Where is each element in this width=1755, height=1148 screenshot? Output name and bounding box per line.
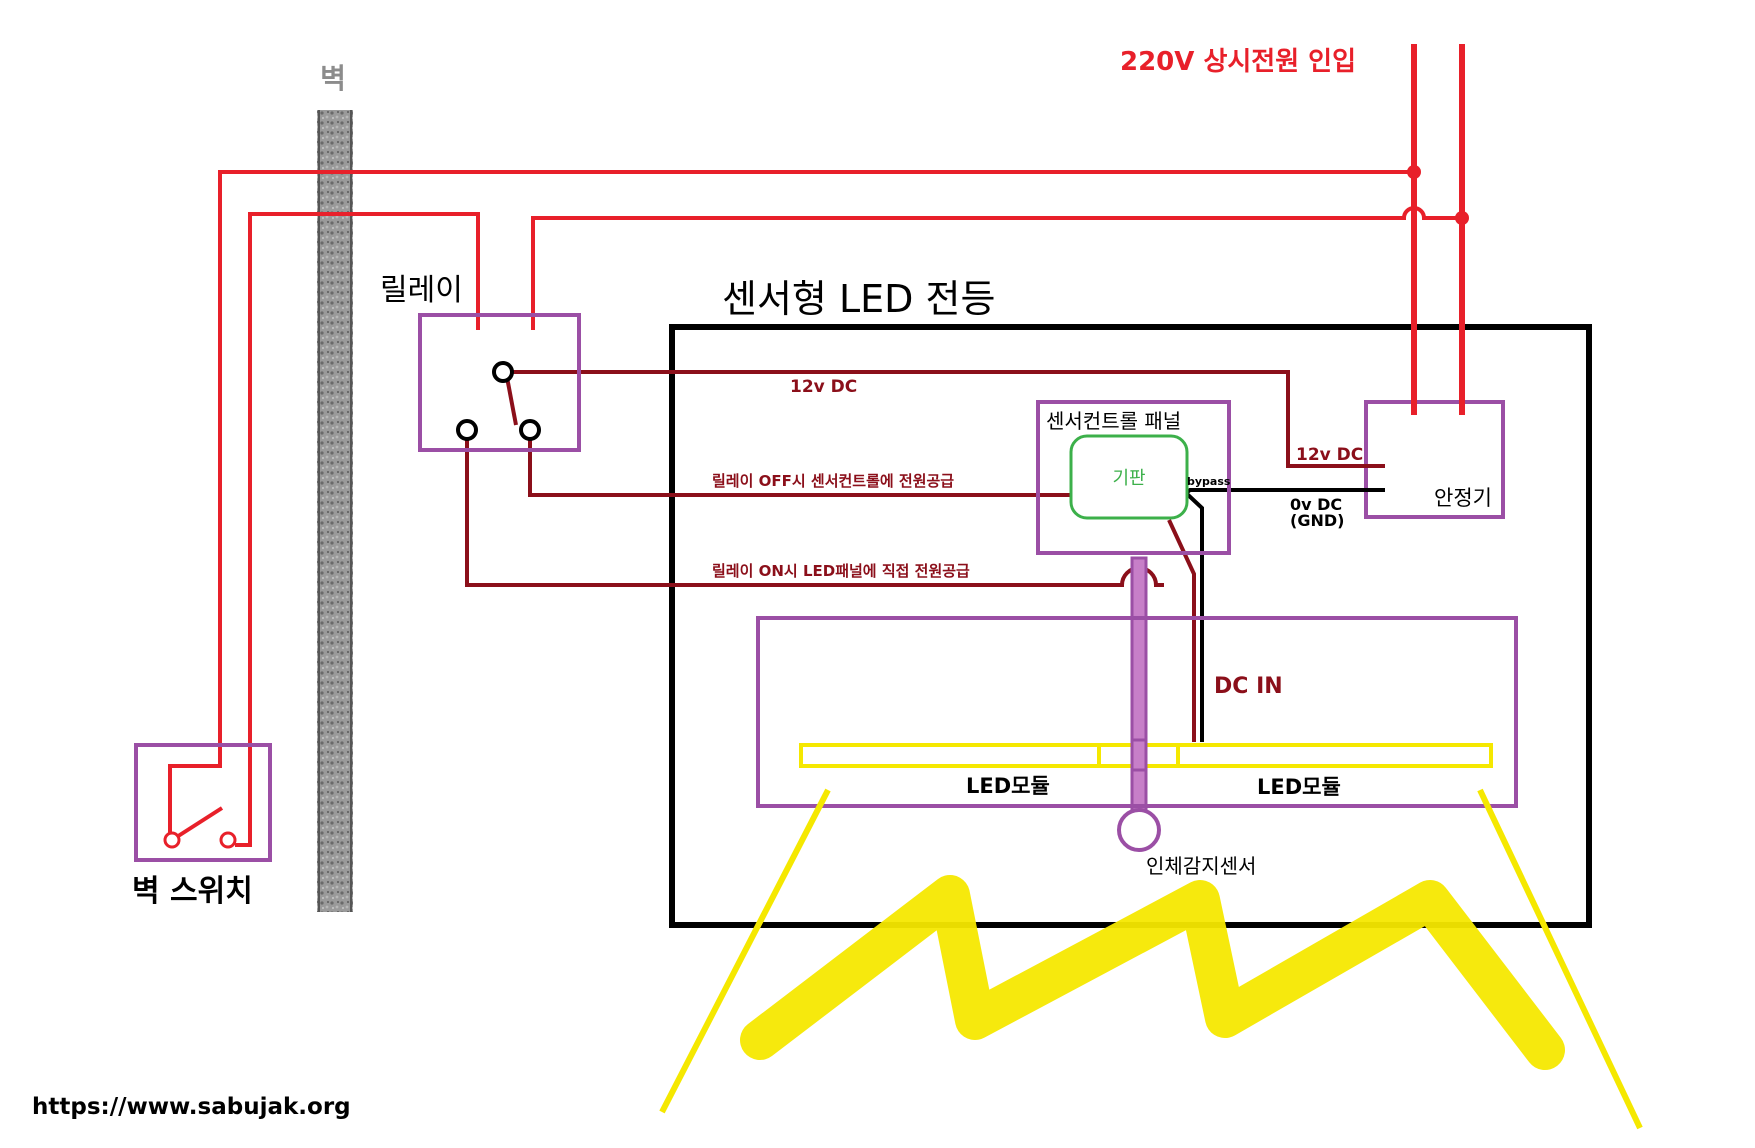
led-housing [756,616,1518,808]
relay-box [418,313,581,452]
ballast-box [1364,400,1505,519]
ac-wiring [168,170,1462,847]
relay-on-label: 릴레이 ON시 LED패널에 직접 전원공급 [712,562,970,580]
led-module-right [1176,743,1493,768]
light-zigzag [740,875,1565,1070]
junction-2 [1455,211,1469,225]
relay-label: 릴레이 [380,273,463,308]
ac-supply-lines [1411,44,1465,415]
board-label: 기판 [1112,468,1145,489]
site-url: https://www.sabujak.org [32,1094,351,1120]
dc12-top-label: 12v DC [790,377,857,397]
led-module-left [799,743,1101,768]
ballast-ac-leads [1411,330,1465,415]
sensor-control-panel [1036,400,1231,555]
board [1069,434,1189,520]
fixture-title: 센서형 LED 전등 [722,277,995,321]
dc0-label: 0v DC [1290,495,1342,514]
junction-1 [1407,165,1421,179]
gnd-label: (GND) [1290,511,1344,530]
wall-switch-label: 벽 스위치 [132,874,253,909]
power-in-label: 220V 상시전원 인입 [1120,47,1356,77]
relay-off-label: 릴레이 OFF시 센서컨트롤에 전원공급 [712,472,954,490]
sensor-label: 인체감지센서 [1146,854,1256,878]
led-left-label: LED모듈 [966,774,1050,798]
dc-in-label: DC IN [1214,674,1283,699]
led-right-label: LED모듈 [1257,775,1341,799]
panel-title: 센서컨트롤 패널 [1046,409,1181,433]
ballast-label: 안정기 [1434,486,1492,510]
light-rays [659,788,1643,1130]
dc12-ballast-label: 12v DC [1296,445,1363,465]
wall [317,110,353,912]
wall-switch-box [134,743,272,862]
wall-label: 벽 [320,62,346,95]
bypass-label: bypass [1187,475,1231,488]
